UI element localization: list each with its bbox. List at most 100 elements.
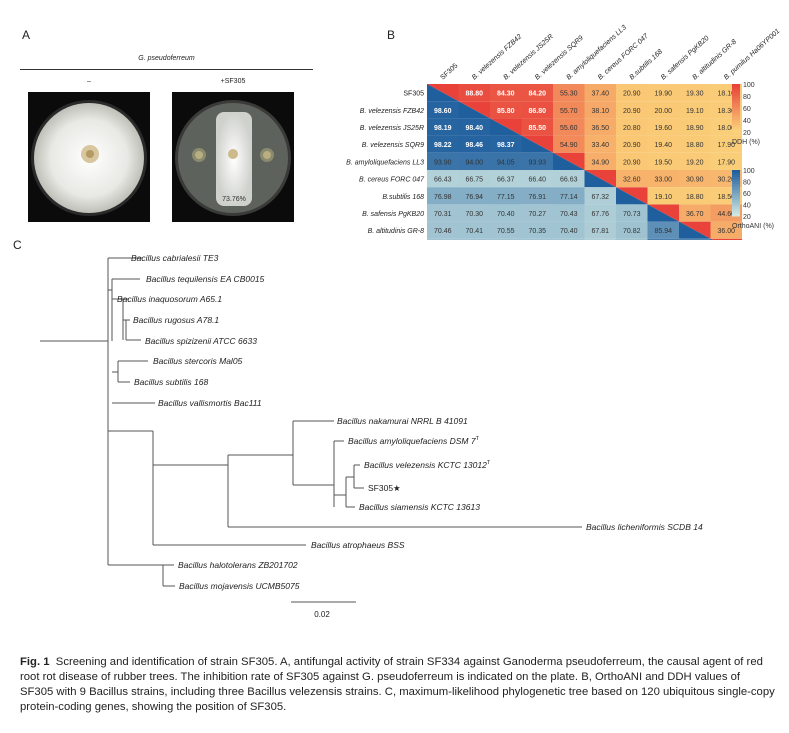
ddh-cell <box>584 152 616 170</box>
tree-taxon-label: Bacillus stercoris Mal05 <box>153 356 243 366</box>
ddh-value: 54.90 <box>560 142 578 149</box>
ddh-cell <box>679 187 711 205</box>
ani-value: 66.63 <box>560 177 578 184</box>
ddh-cell <box>647 118 679 136</box>
ani-value: 77.14 <box>560 194 578 201</box>
ani-value: 67.76 <box>591 211 609 218</box>
diag-upper-cell <box>490 118 522 136</box>
diag-upper-cell <box>521 135 553 153</box>
ddh-cell <box>616 84 648 102</box>
ddh-value: 85.50 <box>528 125 546 132</box>
panel-b-letter: B <box>387 28 396 42</box>
diag-lower-cell <box>521 135 553 153</box>
plate-label-control: – <box>87 78 91 85</box>
legend-tick: 100 <box>743 82 755 89</box>
legend-swatch <box>732 105 740 109</box>
ddh-value: 55.30 <box>560 91 578 98</box>
ani-value: 70.55 <box>497 228 515 235</box>
ani-cell <box>521 170 553 188</box>
ddh-cell <box>616 152 648 170</box>
ddh-value: 86.80 <box>528 108 546 115</box>
plate-sf305-image <box>172 92 294 222</box>
ddh-value: 20.80 <box>623 125 641 132</box>
ddh-value: 19.20 <box>686 159 704 166</box>
ani-cell <box>521 238 553 240</box>
diag-lower-cell <box>647 204 679 222</box>
ddh-value: 55.70 <box>560 108 578 115</box>
ddh-cell <box>490 84 522 102</box>
ani-cell <box>679 238 711 240</box>
ani-value: 70.31 <box>434 211 452 218</box>
ddh-value: 88.80 <box>465 91 483 98</box>
legend-swatch <box>732 96 740 99</box>
diag-lower-cell <box>427 84 459 102</box>
ddh-value: 20.90 <box>623 108 641 115</box>
ani-value: 66.75 <box>465 177 483 184</box>
ani-value: 70.27 <box>528 211 546 218</box>
tree-taxon-label: Bacillus halotolerans ZB201702 <box>178 560 298 570</box>
ddh-value: 19.50 <box>654 159 672 166</box>
ani-value: 70.43 <box>560 211 578 218</box>
diag-upper-cell <box>584 170 616 188</box>
ani-cell <box>490 221 522 239</box>
legend-swatch <box>732 186 740 189</box>
legend-tick: 20 <box>743 214 751 221</box>
ani-cell <box>616 204 648 222</box>
ani-cell <box>427 135 459 153</box>
ddh-value: 18.50 <box>717 194 735 201</box>
legend-swatch <box>732 188 740 192</box>
figure-caption: Fig. 1 Screening and identification of s… <box>20 655 775 715</box>
tree-taxon-label: SF305★ <box>368 483 401 493</box>
ani-cell <box>458 187 490 205</box>
legend-swatch <box>732 110 740 114</box>
diag-upper-cell <box>553 152 585 170</box>
ddh-value: 36.00 <box>717 228 735 235</box>
diag-lower-cell <box>553 152 585 170</box>
legend-tick: 40 <box>743 118 751 125</box>
ddh-value: 37.40 <box>591 91 609 98</box>
ddh-cell <box>679 204 711 222</box>
ddh-cell <box>616 101 648 119</box>
ani-cell <box>490 204 522 222</box>
ani-value: 98.37 <box>497 142 515 149</box>
ddh-cell <box>647 187 679 205</box>
ani-cell <box>490 238 522 240</box>
legend-swatch <box>732 195 740 199</box>
ani-value: 70.40 <box>497 211 515 218</box>
ddh-cell <box>616 118 648 136</box>
diag-lower-cell <box>490 118 522 136</box>
panel-c-letter: C <box>13 238 22 252</box>
ani-cell <box>458 238 490 240</box>
ani-value: 93.90 <box>434 159 452 166</box>
panel-a-header: G. pseudoferreum <box>138 55 195 62</box>
ddh-value: 36.70 <box>686 211 704 218</box>
ddh-cell <box>521 118 553 136</box>
ddh-cell <box>521 101 553 119</box>
tree-taxon-label: Bacillus tequilensis EA CB0015 <box>146 274 265 284</box>
legend-swatch <box>732 183 740 187</box>
ani-value: 94.05 <box>497 159 515 166</box>
tree-taxon-label: Bacillus velezensis KCTC 13012T <box>364 460 491 470</box>
ddh-cell <box>710 221 742 239</box>
ani-value: 98.40 <box>465 125 483 132</box>
ddh-value: 18.10 <box>717 91 735 98</box>
ani-cell <box>427 101 459 119</box>
ani-value: 70.30 <box>465 211 483 218</box>
ani-cell <box>553 170 585 188</box>
tree-taxon-label: Bacillus amyloliquefaciens DSM 7T <box>348 436 480 446</box>
ddh-cell <box>584 118 616 136</box>
legend-swatch <box>732 88 740 92</box>
plate-control-image <box>28 92 150 222</box>
ddh-cell <box>679 152 711 170</box>
ani-value: 70.46 <box>434 228 452 235</box>
ddh-value: 34.90 <box>591 159 609 166</box>
ani-cell <box>553 238 585 240</box>
ani-value: 94.00 <box>465 159 483 166</box>
ddh-value: 85.80 <box>497 108 515 115</box>
legend-tick: 40 <box>743 203 751 210</box>
legend-swatch <box>732 202 740 205</box>
legend-swatch <box>732 206 740 210</box>
ddh-value: 19.10 <box>686 108 704 115</box>
ddh-value: 33.00 <box>654 177 672 184</box>
